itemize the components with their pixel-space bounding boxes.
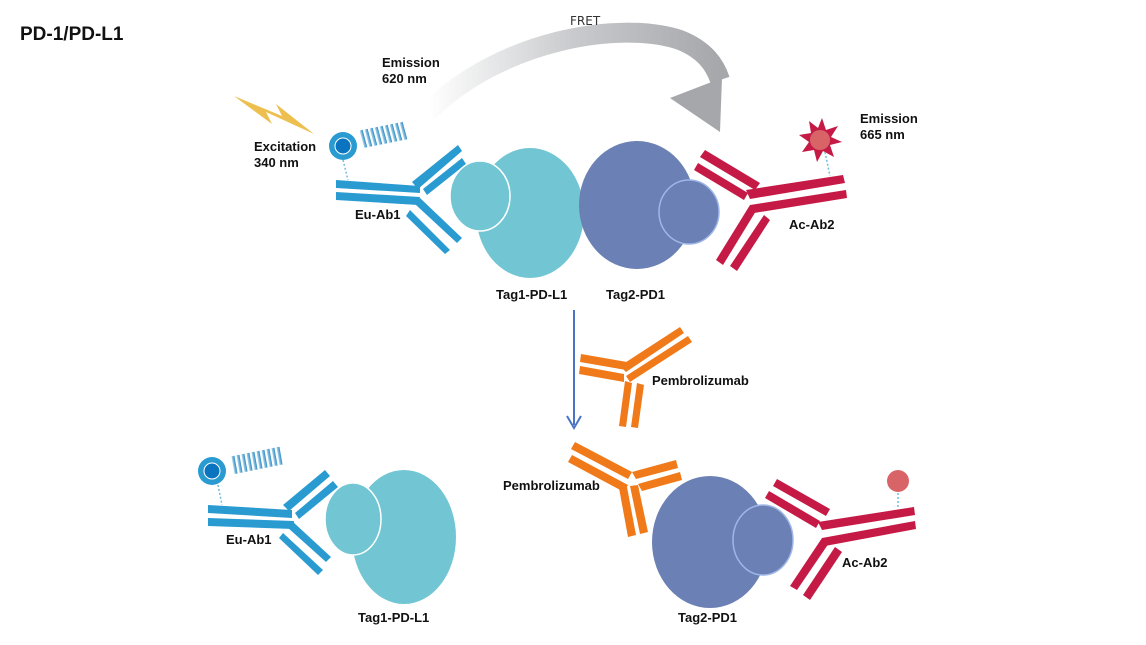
excitation-label: Excitation 340 nm bbox=[254, 139, 320, 170]
pdl1-protein-bottom bbox=[324, 470, 456, 604]
ac-ab2-label: Ac-Ab2 bbox=[789, 217, 835, 232]
ac-ab2-antibody bbox=[694, 150, 847, 271]
tag1-pdl1-label: Tag1-PD-L1 bbox=[496, 287, 567, 302]
eu-ab1-label-bottom: Eu-Ab1 bbox=[226, 532, 272, 547]
tag2-pd1-label: Tag2-PD1 bbox=[606, 287, 665, 302]
eu-ab1-antibody-bottom bbox=[208, 470, 338, 575]
fret-arrow bbox=[420, 22, 730, 132]
page-title: PD-1/PD-L1 bbox=[20, 24, 124, 45]
acceptor-dot-icon bbox=[887, 470, 909, 508]
pd1-protein bbox=[579, 141, 720, 269]
pembrolizumab-bound bbox=[568, 442, 682, 537]
top-complex: FRET Excitation 340 nm Emission 620 nm bbox=[234, 14, 921, 302]
ac-ab2-antibody-bottom bbox=[765, 479, 916, 600]
europium-donor-icon bbox=[329, 121, 408, 181]
bottom-right-complex: Pembrolizumab Tag2-PD1 Ac-Ab2 bbox=[503, 442, 916, 625]
process-arrow bbox=[566, 310, 582, 430]
pembrolizumab-label: Pembrolizumab bbox=[652, 373, 749, 388]
europium-donor-icon-bottom bbox=[198, 446, 283, 506]
eu-ab1-antibody bbox=[336, 145, 466, 254]
pd1-protein-bottom bbox=[652, 476, 794, 608]
tag2-pd1-label-bottom: Tag2-PD1 bbox=[678, 610, 737, 625]
emission-620-label: Emission 620 nm bbox=[382, 55, 443, 86]
emission-stripes-icon bbox=[359, 121, 408, 148]
bottom-left-complex: Eu-Ab1 Tag1-PD-L1 bbox=[198, 446, 456, 625]
pdl1-protein bbox=[449, 148, 584, 278]
emission-665-label: Emission 665 nm bbox=[860, 111, 921, 142]
pembrolizumab-bound-label: Pembrolizumab bbox=[503, 478, 600, 493]
eu-ab1-label: Eu-Ab1 bbox=[355, 207, 401, 222]
pembrolizumab-free bbox=[579, 327, 692, 428]
tag1-pdl1-label-bottom: Tag1-PD-L1 bbox=[358, 610, 429, 625]
acceptor-star-icon bbox=[799, 118, 842, 177]
lightning-icon bbox=[234, 96, 314, 134]
ac-ab2-label-bottom: Ac-Ab2 bbox=[842, 555, 888, 570]
fret-label: FRET bbox=[570, 14, 601, 28]
